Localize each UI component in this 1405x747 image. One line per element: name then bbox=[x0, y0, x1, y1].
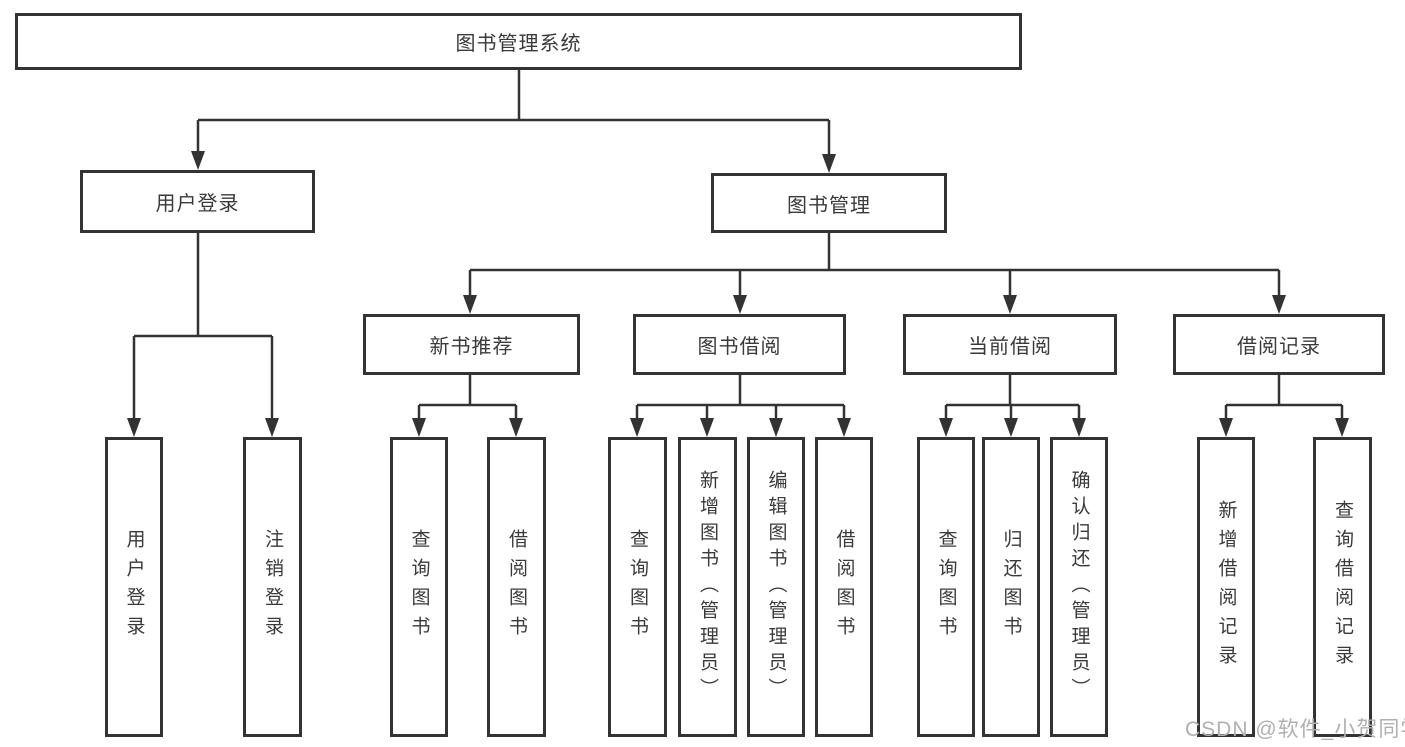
leaf-search-books-borrowing: 查询图书 bbox=[608, 437, 667, 737]
leaf-search-borrow-record: 查询借阅记录 bbox=[1313, 437, 1372, 737]
node-user-login: 用户登录 bbox=[80, 170, 315, 233]
node-library-management-system: 图书管理系统 bbox=[15, 13, 1022, 70]
leaf-return-books: 归还图书 bbox=[982, 437, 1040, 737]
node-borrowing-records: 借阅记录 bbox=[1173, 314, 1385, 375]
leaf-add-book-admin: 新增图书（管理员） bbox=[678, 437, 737, 737]
leaf-logout: 注销登录 bbox=[243, 437, 302, 737]
leaf-search-books-recommend: 查询图书 bbox=[390, 437, 448, 737]
leaf-confirm-return-admin: 确认归还（管理员） bbox=[1050, 437, 1108, 737]
leaf-borrow-books-recommend: 借阅图书 bbox=[487, 437, 546, 737]
node-current-borrowing: 当前借阅 bbox=[903, 314, 1117, 375]
leaf-edit-book-admin: 编辑图书（管理员） bbox=[747, 437, 805, 737]
arrowheads bbox=[127, 151, 1349, 437]
watermark: CSDN @软件_小贺同学 bbox=[1185, 718, 1405, 741]
leaf-add-borrow-record: 新增借阅记录 bbox=[1197, 437, 1255, 737]
node-book-borrowing: 图书借阅 bbox=[633, 314, 846, 375]
leaf-borrow-books-borrowing: 借阅图书 bbox=[815, 437, 873, 737]
leaf-search-books-current: 查询图书 bbox=[917, 437, 975, 737]
leaf-user-login: 用户登录 bbox=[105, 437, 163, 737]
node-book-management: 图书管理 bbox=[711, 173, 947, 233]
node-new-book-recommendation: 新书推荐 bbox=[363, 314, 580, 375]
